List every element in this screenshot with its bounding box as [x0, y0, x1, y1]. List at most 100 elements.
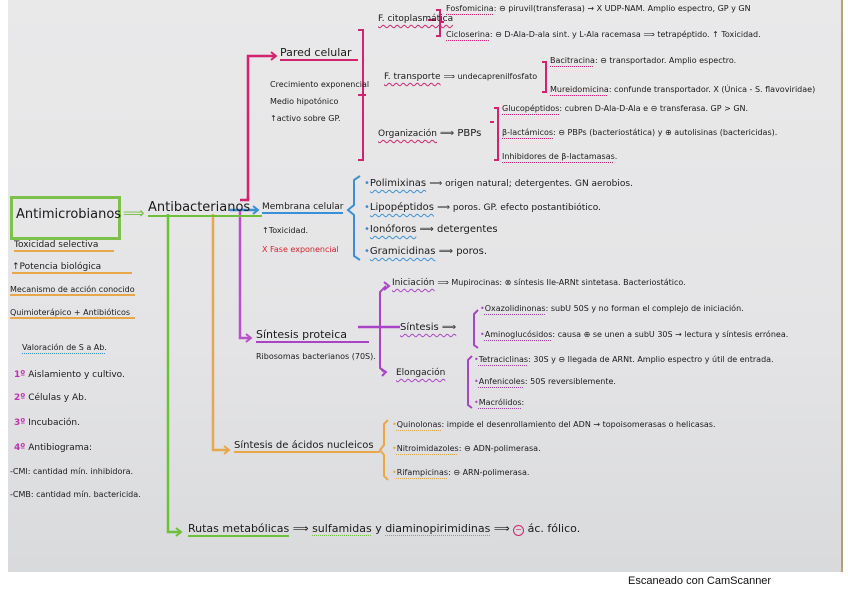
- step-label: Antibiograma:: [28, 443, 93, 453]
- drug-description: : causa ⊕ se unen a subU 30S → lectura y…: [552, 330, 789, 339]
- step-label: Aislamiento y cultivo.: [28, 370, 125, 380]
- acidos-item: •Quinolonas: impide el desenrollamiento …: [392, 420, 716, 429]
- sintesis-label: Síntesis ⟹: [400, 322, 457, 333]
- valoracion-title: Valoración de S a Ab.: [22, 343, 107, 352]
- bullet: •: [392, 468, 397, 477]
- root-property: Toxicidad selectiva: [14, 240, 114, 252]
- transporte-item: Mureidomicina: confunde transportador. X…: [550, 85, 815, 94]
- drug-description: : ⊖ ADN-polimerasa.: [458, 444, 541, 453]
- drug-description: : 50S reversiblemente.: [524, 377, 616, 386]
- drug-description: ⟹ detergentes: [419, 224, 498, 235]
- drug-description: : 30S y ⊖ llegada de ARNt. Amplio espect…: [528, 355, 774, 364]
- drug-name: sulfamidas: [312, 522, 372, 535]
- organizacion-item: β-lactámicos: ⊖ PBPs (bacteriostática) y…: [502, 128, 777, 137]
- drug-description: ⟹ origen natural; detergentes. GN aerobi…: [429, 179, 633, 189]
- pared-note: Crecimiento exponencial: [270, 80, 370, 89]
- arrow: ⟹: [493, 522, 510, 535]
- rutas-metabolicas-row: Rutas metabólicas ⟹ sulfamidas y diamino…: [188, 522, 580, 537]
- drug-name: Oxazolidinonas: [484, 304, 546, 313]
- citoplasmatica-item: Fosfomicina: ⊖ piruvil(transferasa) → X …: [446, 4, 751, 13]
- membrana-celular-title: Membrana celular: [262, 202, 344, 214]
- drug-description: : subU 50S y no forman el complejo de in…: [545, 304, 744, 313]
- valoracion-step: 4º Antibiograma:: [14, 443, 92, 453]
- pared-celular-title: Pared celular: [280, 46, 358, 61]
- bullet: •: [474, 355, 479, 364]
- step-number: 3º: [14, 418, 26, 428]
- drug-name: Anfenicoles: [478, 377, 525, 386]
- bullet: •: [480, 304, 485, 313]
- bullet: •: [364, 246, 370, 257]
- drug-description: : cubren D-Ala-D-Ala e ⊖ transferasa. GP…: [559, 104, 749, 113]
- bullet: •: [392, 444, 397, 453]
- membrana-item: •Gramicidinas ⟹ poros.: [364, 246, 487, 257]
- sintesis-item: •Oxazolidinonas: subU 50S y no forman el…: [480, 304, 744, 313]
- drug-name: β-lactámicos: [502, 128, 554, 137]
- drug-description: : ⊖ PBPs (bacteriostática) y ⊕ autolisin…: [553, 128, 778, 137]
- conjunction: y: [375, 522, 382, 535]
- root-arrow: ⟹: [123, 204, 145, 222]
- bullet: •: [480, 330, 485, 339]
- arrow: ⟹: [292, 522, 309, 535]
- drug-description: : ⊖ transportador. Amplio espectro.: [594, 56, 737, 65]
- drug-description: :: [521, 398, 525, 407]
- valoracion-step: 3º Incubación.: [14, 418, 80, 428]
- bullet: •: [364, 224, 370, 235]
- drug-name: diaminopirimidinas: [385, 522, 491, 535]
- drug-description: : ⊖ ARN-polimerasa.: [448, 468, 530, 477]
- pared-note: ↑activo sobre GP.: [270, 114, 341, 123]
- drug-name: Macrólidos: [478, 398, 522, 407]
- drug-name: Quinolonas: [396, 420, 442, 429]
- bullet: •: [474, 377, 479, 386]
- citoplasmatica-label: F. citoplasmática: [378, 14, 454, 24]
- camscanner-footer: Escaneado con CamScanner: [628, 575, 772, 587]
- drug-description: : impide el desenrollamiento del ADN → t…: [441, 420, 716, 429]
- membrana-note: X Fase exponencial: [262, 245, 339, 254]
- membrana-item: •Lipopéptidos ⟹ poros. GP. efecto postan…: [364, 202, 601, 213]
- drug-name: Bacitracina: [550, 56, 595, 65]
- membrana-item: •Polimixinas ⟹ origen natural; detergent…: [364, 178, 633, 189]
- step-label: Células y Ab.: [28, 393, 87, 403]
- drug-description: : confunde transportador. X (Única - S. …: [608, 85, 816, 94]
- root-title: Antimicrobianos: [16, 207, 122, 222]
- drug-name: Tetraciclinas: [478, 355, 529, 364]
- elongacion-label: Elongación: [396, 368, 446, 378]
- organizacion-item: Glucopéptidos: cubren D-Ala-D-Ala e ⊖ tr…: [502, 104, 748, 113]
- pared-note: Medio hipotónico: [270, 97, 339, 106]
- drug-name: Glucopéptidos: [502, 104, 560, 113]
- drug-name: Inhibidores de β-lactamasas: [502, 152, 615, 161]
- acidos-nucleicos-title: Síntesis de ácidos nucleicos: [234, 440, 380, 453]
- citoplasmatica-item: Cicloserina: ⊖ D-Ala-D-ala sint. y L-Ala…: [446, 30, 761, 39]
- root-box: [10, 196, 121, 240]
- drug-name: Lipopéptidos: [369, 202, 434, 213]
- drug-description: ⟹ poros.: [438, 246, 488, 257]
- transporte-branch: F. transporte ⟹ undecaprenilfosfato: [384, 72, 537, 82]
- root-property: Quimioterápico + Antibióticos: [10, 308, 135, 319]
- elongacion-item: •Tetraciclinas: 30S y ⊖ llegada de ARNt.…: [474, 355, 774, 364]
- organizacion-connector: ⟹ PBPs: [439, 128, 482, 139]
- antibacterianos-title: Antibacterianos: [148, 200, 263, 217]
- valoracion-step: 2º Células y Ab.: [14, 393, 87, 403]
- elongacion-item: •Anfenicoles: 50S reversiblemente.: [474, 377, 616, 386]
- sintesis-item: •Aminoglucósidos: causa ⊕ se unen a subU…: [480, 330, 788, 339]
- rutas-title: Rutas metabólicas: [188, 522, 290, 537]
- acidos-item: •Nitroimidazoles: ⊖ ADN-polimerasa.: [392, 444, 541, 453]
- drug-name: Nitroimidazoles: [396, 444, 459, 453]
- organizacion-label: Organización: [378, 129, 437, 139]
- root-property: ↑Potencia biológica: [12, 262, 132, 274]
- transporte-label: F. transporte: [384, 72, 441, 82]
- inhibit-icon: −: [513, 525, 525, 536]
- drug-description: : ⊖ D-Ala-D-ala sint. y L-Ala racemasa ⟹…: [489, 30, 761, 39]
- sintesis-proteica-title: Síntesis proteica: [256, 328, 370, 343]
- drug-name: Fosfomicina: [446, 4, 494, 13]
- step-label: Incubación.: [28, 418, 80, 428]
- bullet: •: [474, 398, 479, 407]
- step-number: 4º: [14, 443, 26, 453]
- drug-name: Rifampicinas: [396, 468, 449, 477]
- drug-name: Aminoglucósidos: [484, 330, 553, 339]
- organizacion-item: Inhibidores de β-lactamasas.: [502, 152, 617, 161]
- drug-description: ⟹ poros. GP. efecto postantibiótico.: [437, 203, 601, 213]
- drug-name: Gramicidinas: [369, 246, 436, 257]
- membrana-note: ↑Toxicidad.: [262, 226, 309, 235]
- drug-name: Polimixinas: [369, 178, 427, 189]
- bullet: •: [364, 178, 370, 189]
